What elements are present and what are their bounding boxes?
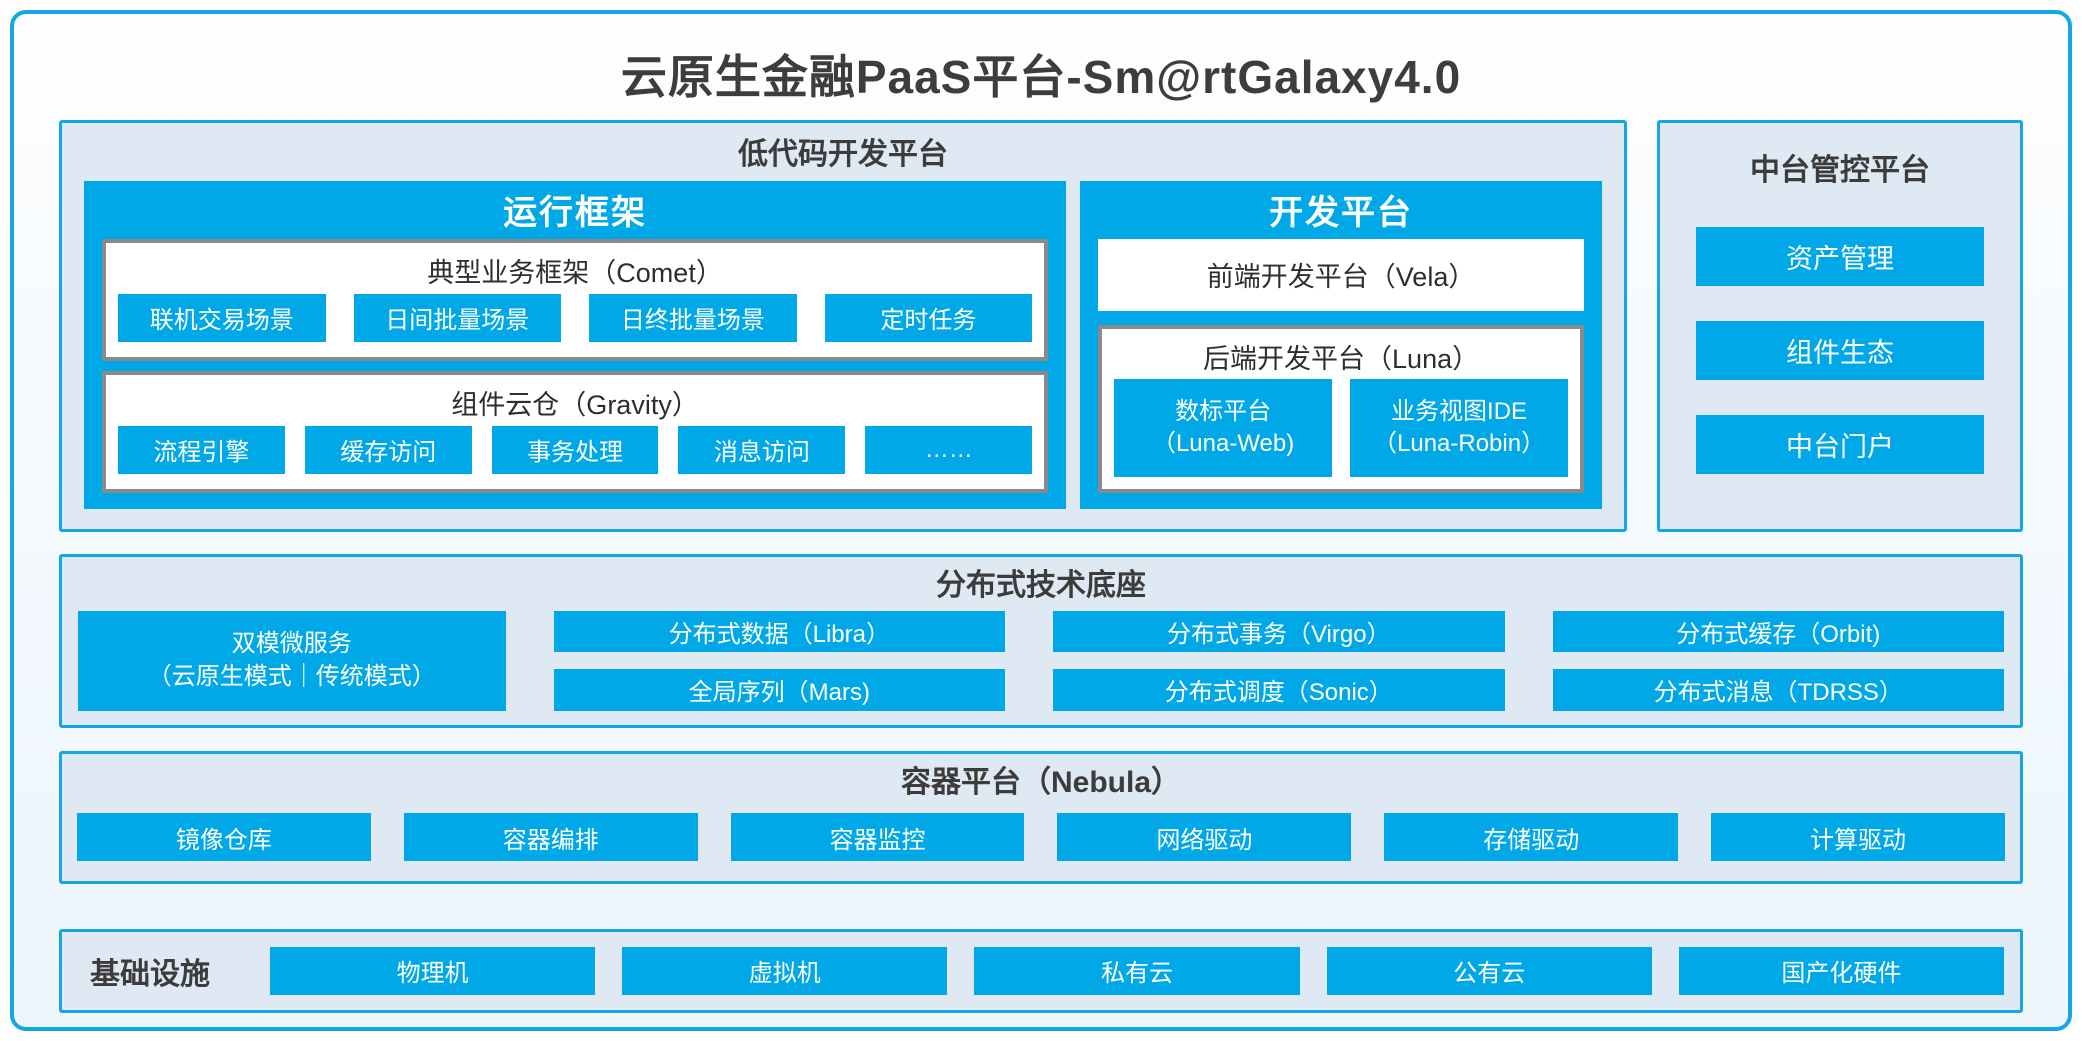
distributed-body: 双模微服务 （云原生模式｜传统模式） 分布式数据（Libra） 全局序列（Mar… — [78, 610, 2005, 711]
comet-title: 典型业务框架（Comet） — [427, 258, 723, 289]
block-message-access: 消息访问 — [678, 425, 846, 474]
block-container-orchestration: 容器编排 — [403, 813, 698, 862]
panel-distributed-base: 分布式技术底座 双模微服务 （云原生模式｜传统模式） 分布式数据（Libra） … — [59, 553, 2023, 728]
block-dual-mode-microservice: 双模微服务 （云原生模式｜传统模式） — [78, 610, 506, 711]
panel-mid-platform: 中台管控平台 资产管理 组件生态 中台门户 — [1657, 119, 2023, 532]
gravity-warehouse-box: 组件云仓（Gravity） 流程引擎 缓存访问 事务处理 消息访问 …… — [102, 370, 1049, 493]
block-scheduled-task: 定时任务 — [824, 293, 1033, 342]
infrastructure-title: 基础设施 — [90, 957, 210, 991]
block-distributed-data-libra: 分布式数据（Libra） — [553, 610, 1006, 653]
distributed-col-1: 分布式数据（Libra） 全局序列（Mars) — [553, 610, 1006, 711]
gravity-title: 组件云仓（Gravity） — [451, 390, 699, 421]
runtime-framework-title: 运行框架 — [503, 194, 648, 233]
block-storage-driver: 存储驱动 — [1384, 813, 1679, 862]
block-daytime-batch: 日间批量场景 — [353, 293, 562, 342]
block-eod-batch: 日终批量场景 — [589, 293, 797, 342]
block-cache-access: 缓存访问 — [304, 425, 472, 474]
block-virtual-machine: 虚拟机 — [622, 946, 948, 995]
block-image-registry: 镜像仓库 — [77, 813, 371, 862]
luna-backend-box: 后端开发平台（Luna） 数标平台 （Luna-Web) 业务视图IDE （Lu… — [1098, 324, 1584, 493]
block-distributed-scheduling-sonic: 分布式调度（Sonic） — [1053, 669, 1505, 711]
infrastructure-items: 物理机 虚拟机 私有云 公有云 国产化硬件 — [270, 946, 2005, 995]
distributed-col-2: 分布式事务（Virgo） 分布式调度（Sonic） — [1053, 610, 1505, 711]
block-luna-robin: 业务视图IDE （Luna-Robin） — [1350, 378, 1569, 477]
luna-title: 后端开发平台（Luna） — [1203, 344, 1480, 375]
top-row: 低代码开发平台 运行框架 典型业务框架（Comet） 联机交易场景 日间批量场景… — [59, 119, 2023, 532]
lowcode-platform-title: 低代码开发平台 — [738, 137, 948, 171]
luna-robin-label: 业务视图IDE — [1391, 398, 1528, 426]
comet-items: 联机交易场景 日间批量场景 日终批量场景 定时任务 — [118, 293, 1033, 343]
runtime-framework-box: 运行框架 典型业务框架（Comet） 联机交易场景 日间批量场景 日终批量场景 … — [84, 180, 1067, 509]
block-component-ecosystem: 组件生态 — [1696, 320, 1984, 380]
architecture-diagram: 云原生金融PaaS平台-Sm@rtGalaxy4.0 低代码开发平台 运行框架 … — [10, 10, 2072, 1031]
container-body: 镜像仓库 容器编排 容器监控 网络驱动 存储驱动 计算驱动 — [77, 808, 2005, 867]
gravity-items: 流程引擎 缓存访问 事务处理 消息访问 …… — [118, 425, 1033, 475]
block-online-trading: 联机交易场景 — [118, 293, 326, 342]
block-public-cloud: 公有云 — [1326, 946, 1652, 995]
dev-platform-title: 开发平台 — [1269, 194, 1414, 233]
block-private-cloud: 私有云 — [974, 946, 1300, 995]
panel-container-platform: 容器平台（Nebula） 镜像仓库 容器编排 容器监控 网络驱动 存储驱动 计算… — [59, 750, 2023, 884]
lowcode-body: 运行框架 典型业务框架（Comet） 联机交易场景 日间批量场景 日终批量场景 … — [84, 180, 1602, 509]
block-compute-driver: 计算驱动 — [1711, 813, 2005, 862]
block-network-driver: 网络驱动 — [1057, 813, 1352, 862]
panel-lowcode-platform: 低代码开发平台 运行框架 典型业务框架（Comet） 联机交易场景 日间批量场景… — [59, 119, 1627, 532]
block-physical-machine: 物理机 — [270, 946, 596, 995]
block-domestic-hardware: 国产化硬件 — [1678, 946, 2005, 995]
dual-mode-line2: （云原生模式｜传统模式） — [147, 662, 436, 690]
block-distributed-transaction-virgo: 分布式事务（Virgo） — [1053, 610, 1505, 653]
vela-frontend-box: 前端开发平台（Vela） — [1098, 238, 1584, 311]
luna-items: 数标平台 （Luna-Web) 业务视图IDE （Luna-Robin） — [1114, 378, 1569, 477]
panel-infrastructure: 基础设施 物理机 虚拟机 私有云 公有云 国产化硬件 — [59, 928, 2023, 1013]
block-luna-web: 数标平台 （Luna-Web) — [1114, 378, 1333, 477]
distributed-col-3: 分布式缓存（Orbit) 分布式消息（TDRSS） — [1552, 610, 2005, 711]
block-container-monitoring: 容器监控 — [730, 813, 1025, 862]
block-process-engine: 流程引擎 — [118, 425, 285, 474]
dual-mode-line1: 双模微服务 — [231, 630, 352, 658]
distributed-base-title: 分布式技术底座 — [936, 568, 1146, 602]
luna-web-code: （Luna-Web) — [1151, 429, 1295, 457]
mid-platform-title: 中台管控平台 — [1750, 153, 1930, 187]
luna-web-label: 数标平台 — [1175, 398, 1272, 426]
block-asset-management: 资产管理 — [1696, 226, 1984, 286]
block-global-sequence-mars: 全局序列（Mars) — [553, 669, 1006, 711]
dev-platform-box: 开发平台 前端开发平台（Vela） 后端开发平台（Luna） 数标平台 （Lun… — [1080, 180, 1602, 509]
page-title: 云原生金融PaaS平台-Sm@rtGalaxy4.0 — [620, 50, 1462, 103]
block-distributed-cache-orbit: 分布式缓存（Orbit) — [1552, 610, 2005, 653]
block-midplatform-portal: 中台门户 — [1696, 414, 1984, 474]
block-transaction-processing: 事务处理 — [491, 425, 659, 474]
block-ellipsis: …… — [865, 425, 1033, 474]
luna-robin-code: （Luna-Robin） — [1373, 429, 1546, 457]
block-distributed-message-tdrss: 分布式消息（TDRSS） — [1552, 669, 2005, 711]
container-platform-title: 容器平台（Nebula） — [900, 765, 1182, 799]
comet-framework-box: 典型业务框架（Comet） 联机交易场景 日间批量场景 日终批量场景 定时任务 — [102, 238, 1049, 361]
